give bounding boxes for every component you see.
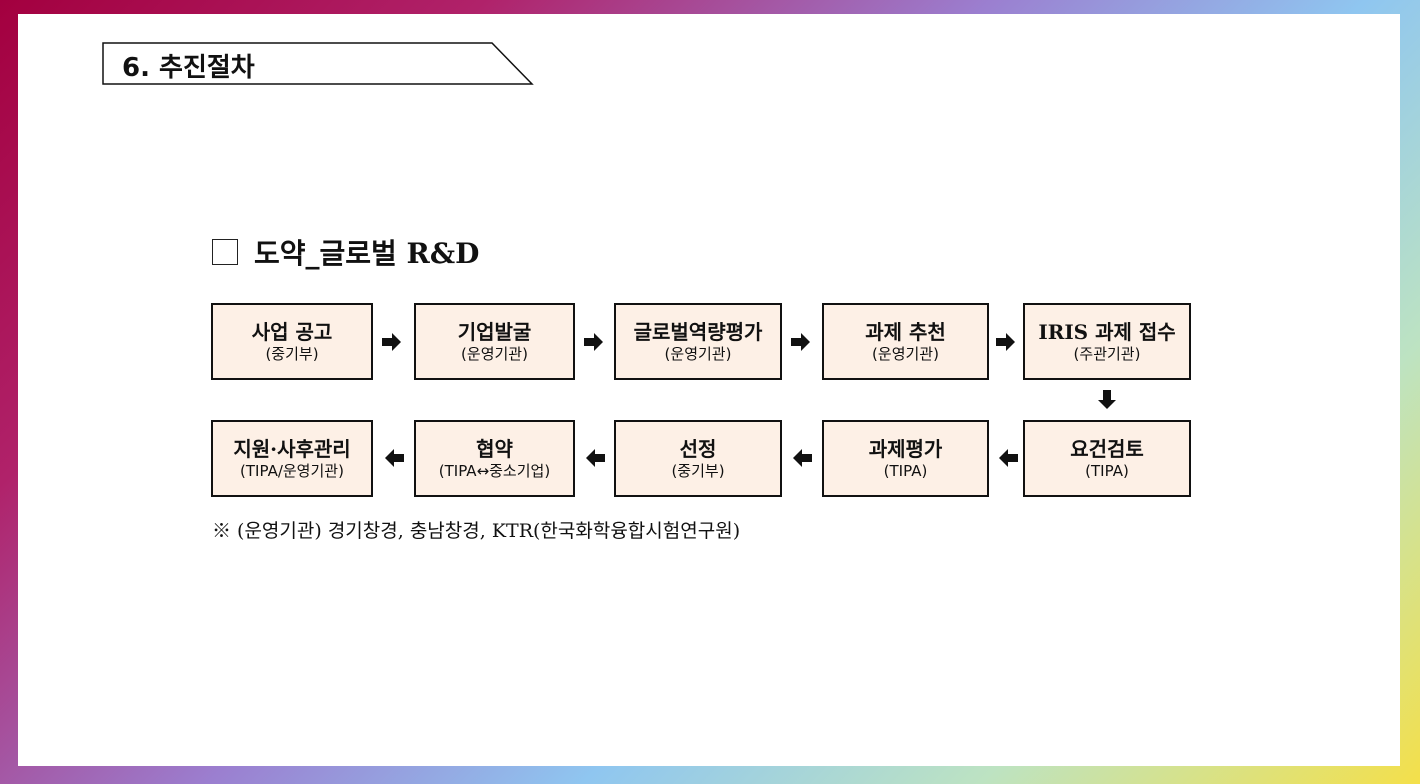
step-title: 기업발굴: [457, 319, 532, 344]
step-title: IRIS 과제 접수: [1038, 319, 1176, 344]
step-agency: (TIPA): [883, 461, 928, 480]
step-title: 요건검토: [1070, 436, 1144, 461]
step-title: 과제 추천: [865, 319, 946, 344]
step-box-global-evaluation: 글로벌역량평가 (운영기관): [614, 303, 782, 380]
step-box-recommendation: 과제 추천 (운영기관): [822, 303, 989, 380]
step-agency: (주관기관): [1073, 344, 1141, 363]
step-agency: (중기부): [671, 461, 725, 480]
subheading: 도약_글로벌 R&D: [212, 232, 479, 272]
right-arrow-icon: [996, 333, 1015, 351]
step-box-agreement: 협약 (TIPA↔중소기업): [414, 420, 575, 497]
step-title: 지원·사후관리: [233, 436, 351, 461]
left-arrow-icon: [999, 449, 1018, 467]
step-box-iris-submission: IRIS 과제 접수 (주관기관): [1023, 303, 1191, 380]
down-arrow-icon: [1098, 390, 1116, 409]
right-arrow-icon: [791, 333, 810, 351]
step-agency: (운영기관): [664, 344, 732, 363]
step-box-selection: 선정 (중기부): [614, 420, 782, 497]
slide: 6. 추진절차 도약_글로벌 R&D 사업 공고 (중기부) 기업발굴 (운영기…: [18, 14, 1400, 766]
right-arrow-icon: [382, 333, 401, 351]
step-box-announcement: 사업 공고 (중기부): [211, 303, 373, 380]
step-title: 사업 공고: [251, 319, 333, 344]
step-box-discovery: 기업발굴 (운영기관): [414, 303, 575, 380]
left-arrow-icon: [385, 449, 404, 467]
step-agency: (운영기관): [872, 344, 939, 363]
subheading-text: 도약_글로벌 R&D: [254, 237, 480, 270]
left-arrow-icon: [793, 449, 812, 467]
step-agency: (TIPA): [1085, 461, 1129, 480]
right-arrow-icon: [584, 333, 603, 351]
section-tab-shape: [102, 42, 534, 85]
step-agency: (중기부): [265, 344, 319, 363]
step-title: 선정: [679, 436, 717, 461]
section-title: 6. 추진절차: [122, 53, 255, 83]
left-arrow-icon: [586, 449, 605, 467]
step-agency: (TIPA↔중소기업): [438, 461, 551, 480]
step-agency: (TIPA/운영기관): [240, 461, 344, 480]
step-title: 협약: [476, 436, 513, 461]
footnote: ※ (운영기관) 경기창경, 충남창경, KTR(한국화학융합시험연구원): [212, 520, 741, 542]
step-box-support-management: 지원·사후관리 (TIPA/운영기관): [211, 420, 373, 497]
step-title: 과제평가: [868, 436, 943, 461]
step-agency: (운영기관): [461, 344, 528, 363]
step-title: 글로벌역량평가: [633, 319, 763, 344]
section-header: 6. 추진절차: [102, 42, 534, 86]
step-box-requirement-review: 요건검토 (TIPA): [1023, 420, 1191, 497]
step-box-evaluation: 과제평가 (TIPA): [822, 420, 989, 497]
square-bullet-icon: [212, 239, 238, 265]
